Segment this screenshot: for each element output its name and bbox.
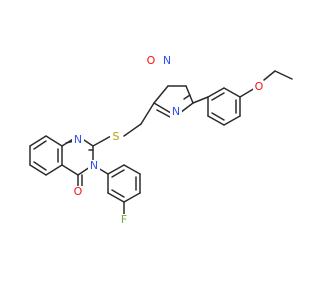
bond [223,87,241,98]
nitrogen-atom-label: N [90,159,98,172]
atom-label-background [161,55,173,67]
bond [274,70,293,80]
bond [207,87,225,98]
atom-label-background [253,81,265,93]
bond [123,123,142,137]
bond [192,96,209,104]
bond [153,85,169,104]
atom-label-background [110,131,122,143]
bond [45,135,63,147]
bond [61,164,79,176]
bond [123,192,141,203]
bond [263,70,276,81]
atom-label-background [88,160,100,172]
bond [223,115,241,126]
atom-label-background [170,106,182,118]
sulfur-atom-label: S [113,130,120,143]
oxygen-atom-label: O [74,185,83,198]
oxygen-atom-label: O [147,54,156,67]
atom-label-layer: N N S O N N O O F [72,54,265,226]
bond [33,140,47,150]
bond [29,164,47,176]
bond-layer [29,70,293,221]
molecule-diagram: N N S O N N O O F [29,54,293,226]
bond [33,161,47,171]
bond [140,102,155,125]
bond [211,112,225,121]
bond [107,192,125,203]
bond [211,92,225,101]
bond [29,135,47,147]
bond [111,189,125,198]
fluorine-atom-label: F [121,213,127,226]
bond [207,115,225,126]
bond [107,164,125,175]
atom-label-background [145,55,157,67]
atom-label-background [118,214,130,226]
bond [183,94,191,100]
bond [92,135,112,147]
bond [123,164,141,175]
nitrogen-atom-label: N [172,105,180,118]
bond [156,109,171,118]
atom-label-background [72,186,84,198]
bond [45,164,63,176]
nitrogen-atom-label: N [163,54,171,67]
atom-label-background [72,134,84,146]
bond [111,169,125,178]
oxygen-atom-label: O [255,80,264,93]
bond [239,87,256,98]
nitrogen-atom-label: N [74,133,82,146]
